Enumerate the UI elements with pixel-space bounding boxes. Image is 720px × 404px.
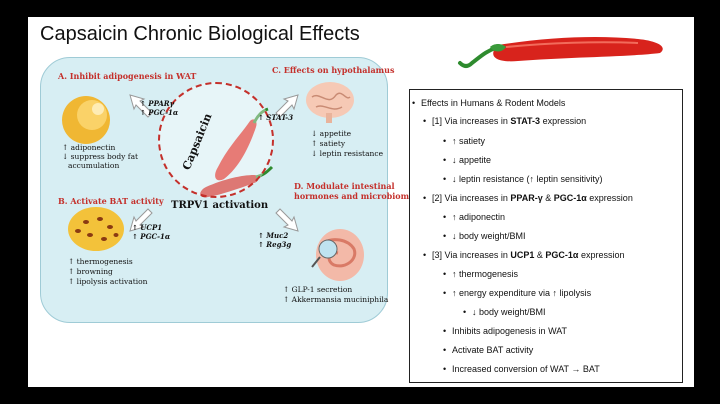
section-b-gene-2: ↑ PGC-1α <box>132 232 171 241</box>
section-a-effect-3: accumulation <box>68 161 120 170</box>
slide: Capsaicin Chronic Biological Effects <box>28 17 694 387</box>
section-c-gene-1: ↑ STAT-3 <box>258 113 294 122</box>
adipocyte-icon <box>62 96 110 144</box>
section-a-title: A. Inhibit adipogenesis in WAT <box>58 71 197 81</box>
section-a-effect-1: ↑ adiponectin <box>62 143 116 152</box>
section-b-effect-3: ↑ lipolysis activation <box>68 277 148 286</box>
bullet-3-item-6: Increased conversion of WAT → BAT <box>443 364 600 374</box>
section-d-effect-1: ↑ GLP-1 secretion <box>283 285 353 294</box>
bullet-1-item-2: ↓ appetite <box>443 155 491 165</box>
section-b-effect-1: ↑ thermogenesis <box>68 257 133 266</box>
trpv1-activation-circle <box>158 82 274 198</box>
section-b-title: B. Activate BAT activity <box>58 196 164 206</box>
bullet-group-2: [2] Via increases in PPAR-γ & PGC-1α exp… <box>423 193 633 203</box>
slide-title: Capsaicin Chronic Biological Effects <box>40 23 360 45</box>
section-c-effect-2: ↑ satiety <box>311 139 346 148</box>
bullet-2-item-2: ↓ body weight/BMI <box>443 231 525 241</box>
bullet-1-item-1: ↑ satiety <box>443 136 485 146</box>
bullet-3-item-3: ↓ body weight/BMI <box>463 307 545 317</box>
section-b-effect-2: ↑ browning <box>68 267 113 276</box>
section-b-gene-1: ↑ UCP1 <box>132 223 163 232</box>
bullet-3-item-5: Activate BAT activity <box>443 345 533 355</box>
section-c-title: C. Effects on hypothalamus <box>272 65 395 75</box>
effects-bullet-list: Effects in Humans & Rodent Models [1] Vi… <box>409 89 683 383</box>
chili-pepper-image <box>458 37 663 68</box>
bullet-3-item-2: ↑ energy expenditure via ↑ lipolysis <box>443 288 591 298</box>
section-a-effect-2: ↓ suppress body fat <box>62 152 139 161</box>
bullet-3-item-1: ↑ thermogenesis <box>443 269 518 279</box>
section-a-gene-2: ↑ PGC-1α <box>140 108 179 117</box>
bullet-2-item-1: ↑ adiponectin <box>443 212 505 222</box>
bullet-3-item-4: Inhibits adipogenesis in WAT <box>443 326 567 336</box>
section-d-effect-2: ↑ Akkermansia muciniphila <box>283 295 389 304</box>
section-d-gene-1: ↑ Muc2 <box>258 231 289 240</box>
intestine-icon <box>311 229 364 281</box>
brown-adipose-tissue-icon <box>68 207 124 251</box>
bullet-1-item-3: ↓ leptin resistance (↑ leptin sensitivit… <box>443 174 603 184</box>
section-c-effect-3: ↓ leptin resistance <box>311 149 384 158</box>
bullet-header: Effects in Humans & Rodent Models <box>412 98 565 108</box>
diagram-graphics <box>62 82 364 281</box>
arrows <box>129 94 299 232</box>
bullet-group-1: [1] Via increases in STAT-3 expression <box>423 116 586 126</box>
section-d-title: D. Modulate intestinal <box>294 181 395 191</box>
brain-icon <box>306 82 354 123</box>
section-d-gene-2: ↑ Reg3g <box>258 240 292 249</box>
section-c-effect-1: ↓ appetite <box>311 129 352 138</box>
section-a-gene-1: ↑ PPARγ <box>140 99 175 108</box>
trpv1-activation-label: TRPV1 activation <box>171 200 269 211</box>
section-d-title-2: hormones and microbiome <box>294 191 415 201</box>
bullet-group-3: [3] Via increases in UCP1 & PGC-1α expre… <box>423 250 624 260</box>
